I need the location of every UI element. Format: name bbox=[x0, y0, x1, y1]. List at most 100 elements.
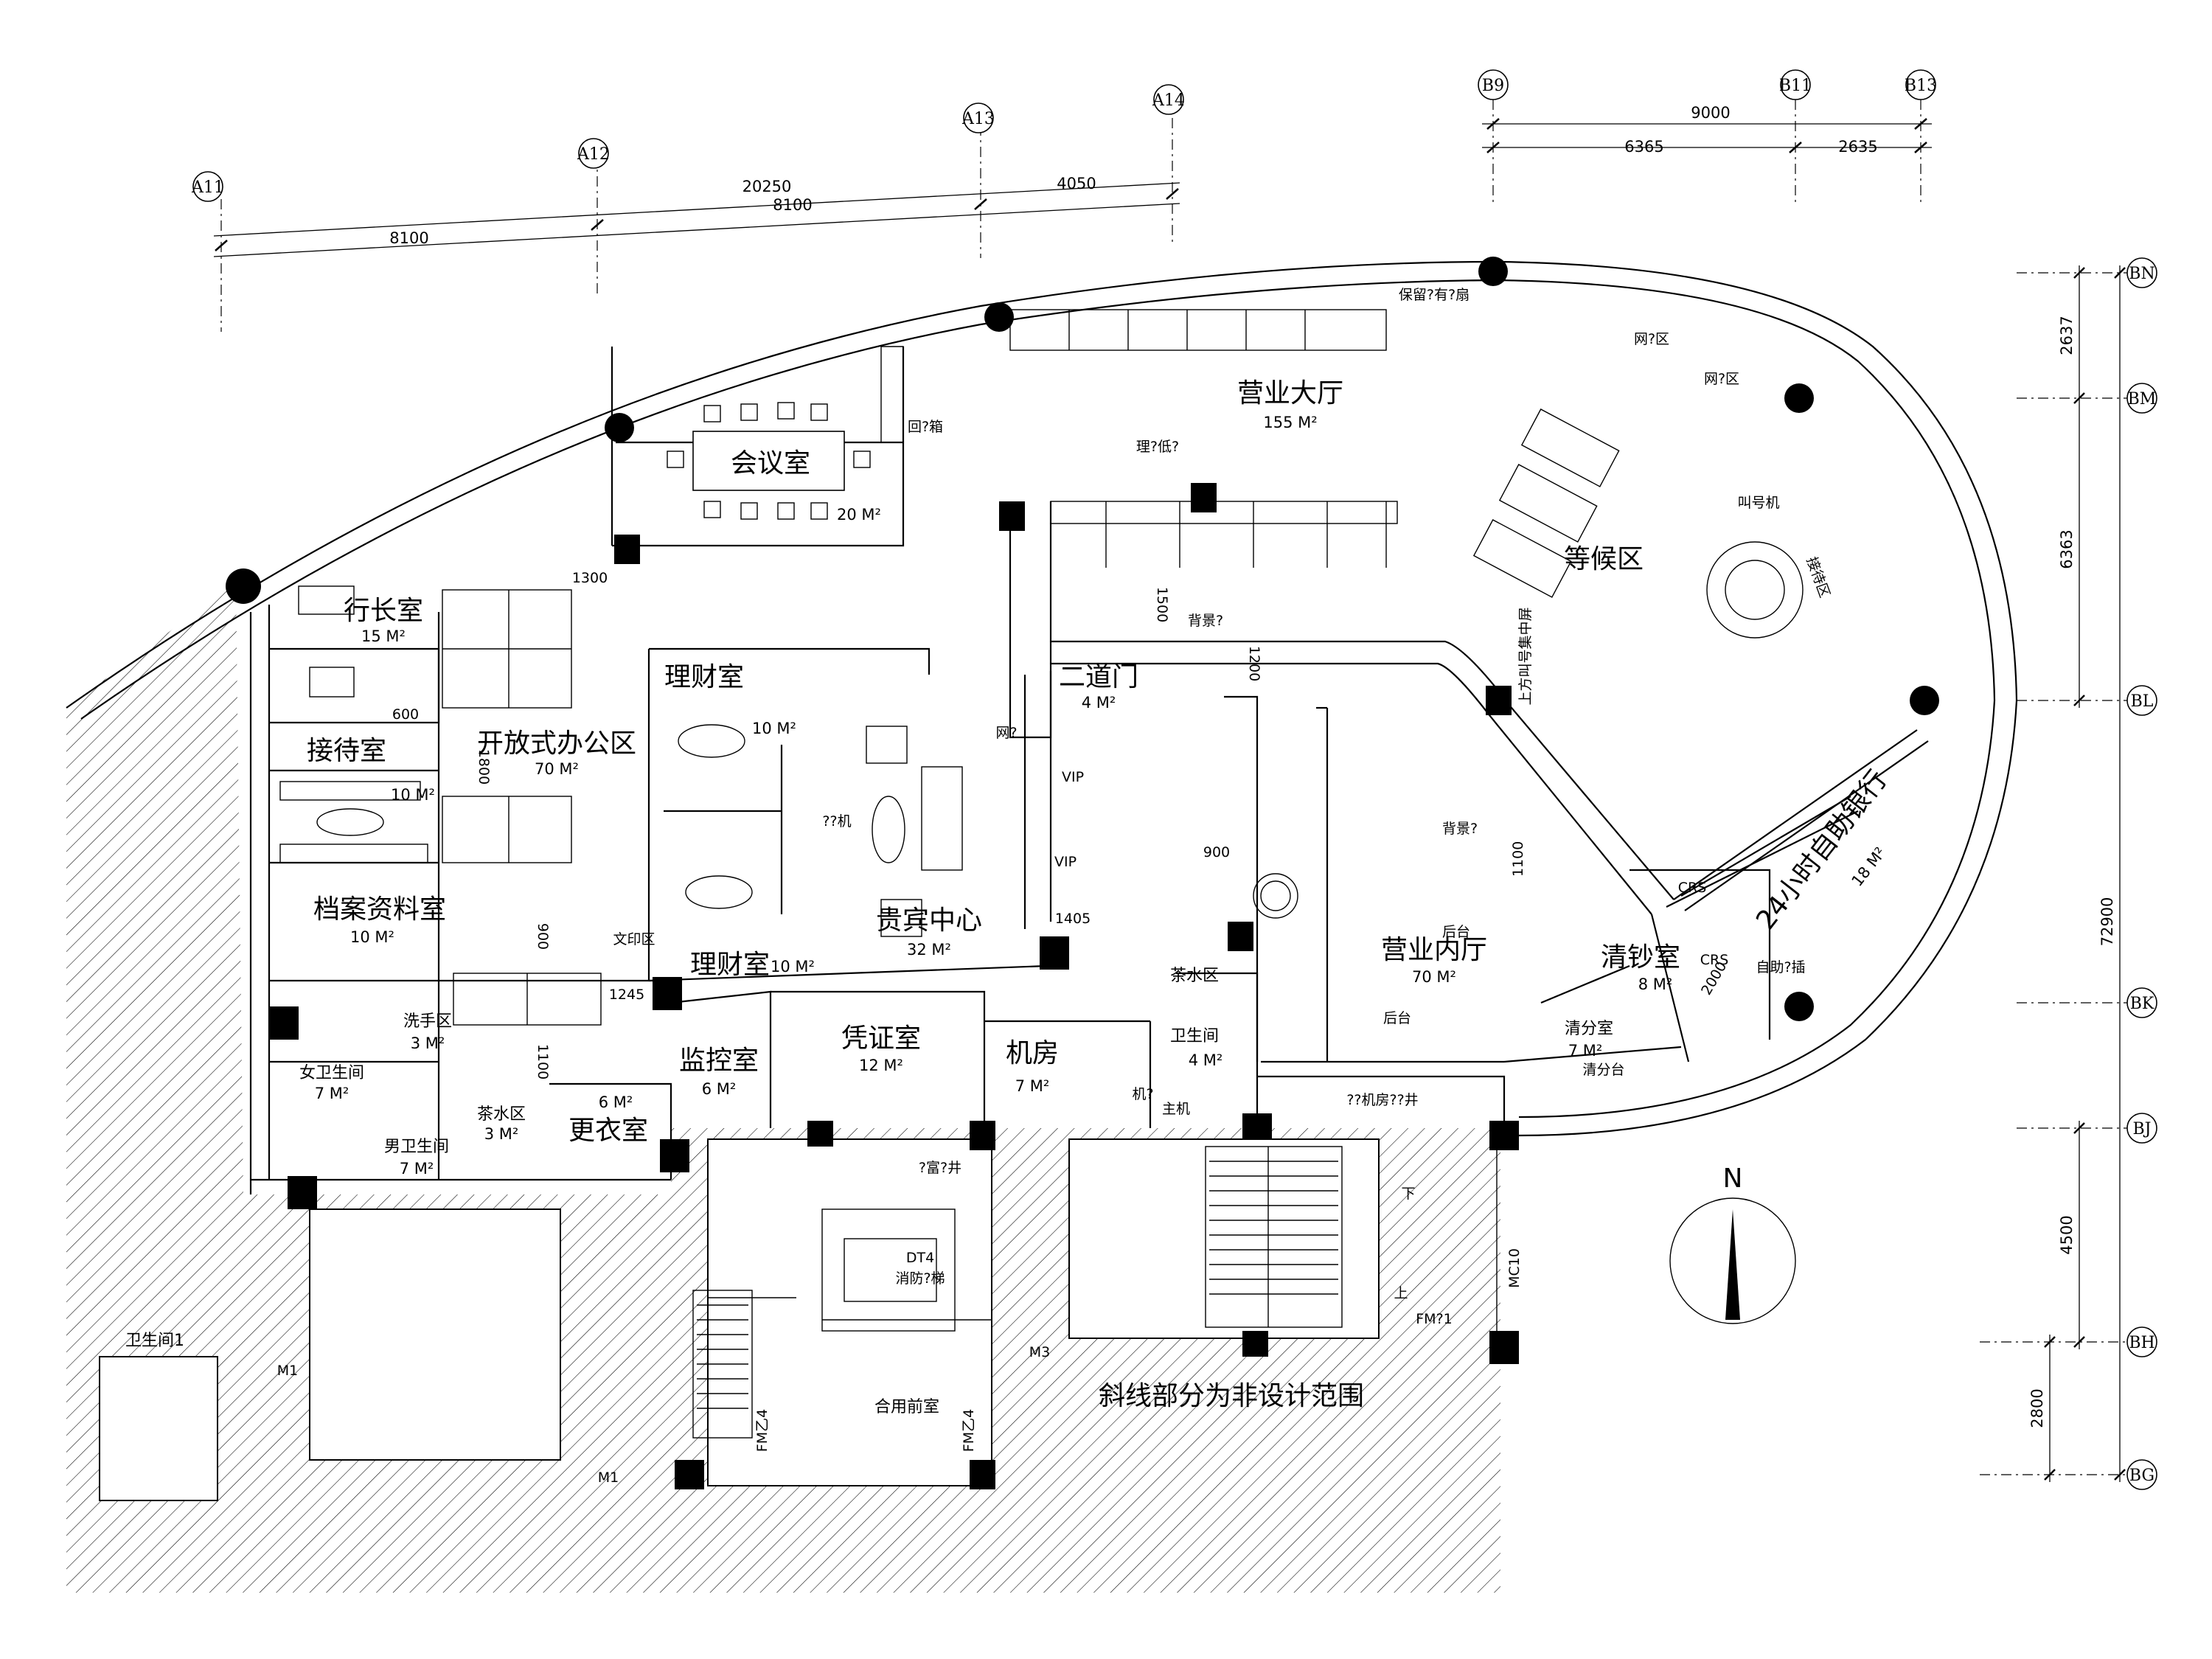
room-voucher-name: 凭证室 bbox=[841, 1023, 921, 1054]
room-finance-top-name: 理财室 bbox=[664, 662, 744, 692]
label-queue-machine: 叫号机 bbox=[1737, 495, 1779, 511]
svg-text:BM: BM bbox=[2128, 390, 2157, 408]
label-m1-a: M1 bbox=[277, 1363, 298, 1379]
label-mc10: MC10 bbox=[1506, 1248, 1523, 1288]
dim-inner-1405: 1405 bbox=[1055, 911, 1091, 927]
grid-bubble-bh: BH bbox=[2126, 1326, 2157, 1357]
label-reception-area: 接待区 bbox=[1804, 554, 1833, 599]
label-vip-2: VIP bbox=[1054, 854, 1077, 870]
room-wc1-name: 卫生间1 bbox=[125, 1332, 184, 1350]
room-counting-area: 8 M² bbox=[1638, 975, 1673, 993]
label-m3: M3 bbox=[1029, 1344, 1050, 1360]
room-vip-center-area: 32 M² bbox=[907, 941, 951, 959]
room-wc-m-area: 7 M² bbox=[400, 1160, 434, 1178]
grid-bubble-b9: B9 bbox=[1478, 69, 1509, 100]
room-waiting-name: 等候区 bbox=[1564, 544, 1644, 574]
room-tea2-name: 茶水区 bbox=[1170, 967, 1219, 985]
room-second-door-area: 4 M² bbox=[1082, 694, 1116, 712]
label-net-2: 网?区 bbox=[1704, 371, 1739, 387]
svg-text:BK: BK bbox=[2130, 995, 2154, 1013]
label-wen-yin: 文印区 bbox=[613, 931, 655, 947]
core-block bbox=[707, 1138, 992, 1486]
dim-b-total: 9000 bbox=[1691, 104, 1730, 122]
room-hall-name: 营业大厅 bbox=[1237, 378, 1343, 408]
svg-text:B9: B9 bbox=[1482, 77, 1504, 95]
room-open-office-name: 开放式办公区 bbox=[477, 728, 636, 759]
hatched-area-left bbox=[66, 582, 243, 1194]
room-voucher-area: 12 M² bbox=[859, 1057, 903, 1074]
room-wc-f-name: 女卫生间 bbox=[299, 1064, 364, 1082]
room-archive-name: 档案资料室 bbox=[313, 894, 446, 925]
room-wc-f-area: 7 M² bbox=[315, 1085, 349, 1102]
dim-inner-1800: 1800 bbox=[476, 749, 492, 785]
room-hall-area: 155 M² bbox=[1263, 414, 1317, 431]
room-finance-bottom-area: 10 M² bbox=[771, 958, 815, 975]
room-reception-name: 接待室 bbox=[307, 736, 386, 766]
svg-text:B11: B11 bbox=[1779, 77, 1812, 95]
svg-text:BL: BL bbox=[2131, 692, 2154, 711]
room-vip-center-name: 贵宾中心 bbox=[876, 905, 982, 936]
label-fm-door: FM?1 bbox=[1416, 1311, 1453, 1327]
dimension-lines-top bbox=[213, 118, 1932, 257]
columns bbox=[226, 257, 1939, 1489]
dim-inner-1100b: 1100 bbox=[535, 1044, 551, 1079]
dim-a2: 8100 bbox=[773, 196, 812, 214]
label-non-design: 斜线部分为非设计范围 bbox=[1099, 1381, 1364, 1411]
label-shang: 上 bbox=[1394, 1285, 1408, 1301]
north-arrow: N bbox=[1669, 1164, 1796, 1324]
room-wash-area: 3 M² bbox=[411, 1034, 445, 1052]
label-screen: 上方叫号集中屏 bbox=[1517, 607, 1534, 705]
room-finance-top-area: 10 M² bbox=[752, 720, 796, 737]
meeting-room-block bbox=[616, 346, 904, 491]
label-elevator-sub: 消防?梯 bbox=[895, 1270, 945, 1287]
dim-r3: 4500 bbox=[2058, 1215, 2076, 1254]
grid-bubble-bm: BM bbox=[2126, 383, 2157, 414]
room-inner-hall-name: 营业内厅 bbox=[1381, 935, 1487, 965]
room-sorting-name: 清分室 bbox=[1565, 1020, 1613, 1038]
room-wc-small-name: 卫生间 bbox=[1170, 1027, 1219, 1046]
label-back-stage-1: 后台 bbox=[1442, 924, 1470, 940]
dim-a1: 8100 bbox=[389, 229, 428, 247]
grid-bubble-bg: BG bbox=[2126, 1459, 2157, 1490]
wc1-room bbox=[99, 1356, 218, 1501]
room-wc-m-name: 男卫生间 bbox=[384, 1138, 449, 1156]
label-back-stage-2: 后台 bbox=[1383, 1010, 1411, 1026]
room-tea1-area: 3 M² bbox=[484, 1125, 519, 1143]
room-changing-name: 更衣室 bbox=[568, 1116, 648, 1146]
exterior-facade bbox=[66, 260, 2018, 1137]
label-machine-shaft: ??机房??井 bbox=[1346, 1092, 1418, 1108]
label-machine-box: 机? bbox=[1132, 1086, 1153, 1102]
svg-text:A11: A11 bbox=[191, 178, 224, 197]
dim-inner-1300: 1300 bbox=[572, 570, 608, 586]
room-atm24-area: 18 M² bbox=[1848, 844, 1890, 890]
svg-text:B13: B13 bbox=[1905, 77, 1937, 95]
room-wash-name: 洗手区 bbox=[403, 1012, 452, 1031]
room-machine-name: 机房 bbox=[1006, 1038, 1059, 1068]
dimension-lines-right bbox=[2044, 265, 2126, 1482]
room-counting-name: 清钞室 bbox=[1601, 942, 1680, 973]
svg-text:A13: A13 bbox=[961, 110, 995, 128]
dim-r1: 2637 bbox=[2058, 316, 2076, 355]
grid-bubble-bj: BJ bbox=[2126, 1113, 2157, 1144]
svg-text:BJ: BJ bbox=[2133, 1120, 2152, 1138]
svg-text:BN: BN bbox=[2129, 265, 2154, 283]
room-meeting-area: 20 M² bbox=[837, 506, 881, 524]
label-keep: 保留?有?扇 bbox=[1399, 287, 1470, 303]
room-finance-bottom-name: 理财室 bbox=[690, 950, 770, 980]
label-fm-a-1: FM乙4 bbox=[754, 1409, 771, 1452]
grid-bubble-a14: A14 bbox=[1152, 84, 1185, 115]
label-machine-vip: ??机 bbox=[822, 813, 851, 830]
label-fm-a-2: FM乙4 bbox=[961, 1409, 977, 1452]
room-tea1-name: 茶水区 bbox=[477, 1105, 526, 1124]
label-self-service: 自助?插 bbox=[1756, 959, 1805, 975]
label-bg-wall-1: 背景? bbox=[1188, 613, 1223, 629]
grid-bubble-b11: B11 bbox=[1779, 69, 1812, 100]
label-net-vip: 网? bbox=[995, 725, 1017, 741]
svg-text:BH: BH bbox=[2129, 1334, 2154, 1352]
grid-bubble-bn: BN bbox=[2126, 257, 2157, 288]
label-vip-1: VIP bbox=[1062, 769, 1084, 785]
grid-bubble-a12: A12 bbox=[577, 138, 610, 169]
room-monitor-area: 6 M² bbox=[702, 1080, 737, 1098]
dim-r-total: 72900 bbox=[2098, 897, 2116, 947]
